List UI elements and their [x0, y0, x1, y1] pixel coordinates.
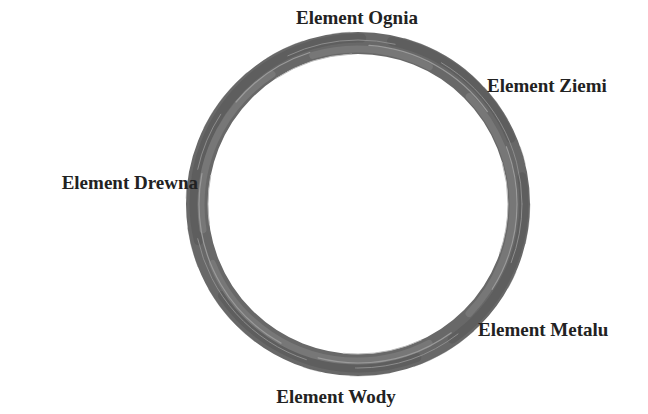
ring-stroke: [197, 43, 519, 365]
element-label: Element Drewna: [62, 172, 198, 195]
element-label: Element Wody: [276, 386, 395, 409]
element-label: Element Metalu: [478, 319, 608, 342]
ring-streak: [199, 45, 517, 363]
element-label: Element Ognia: [296, 7, 418, 30]
element-label: Element Ziemi: [487, 75, 607, 98]
ring-inner-streak: [208, 54, 508, 354]
ring-streak: [194, 40, 522, 368]
ring-brush: [194, 38, 524, 368]
ring-brush: [201, 49, 513, 361]
